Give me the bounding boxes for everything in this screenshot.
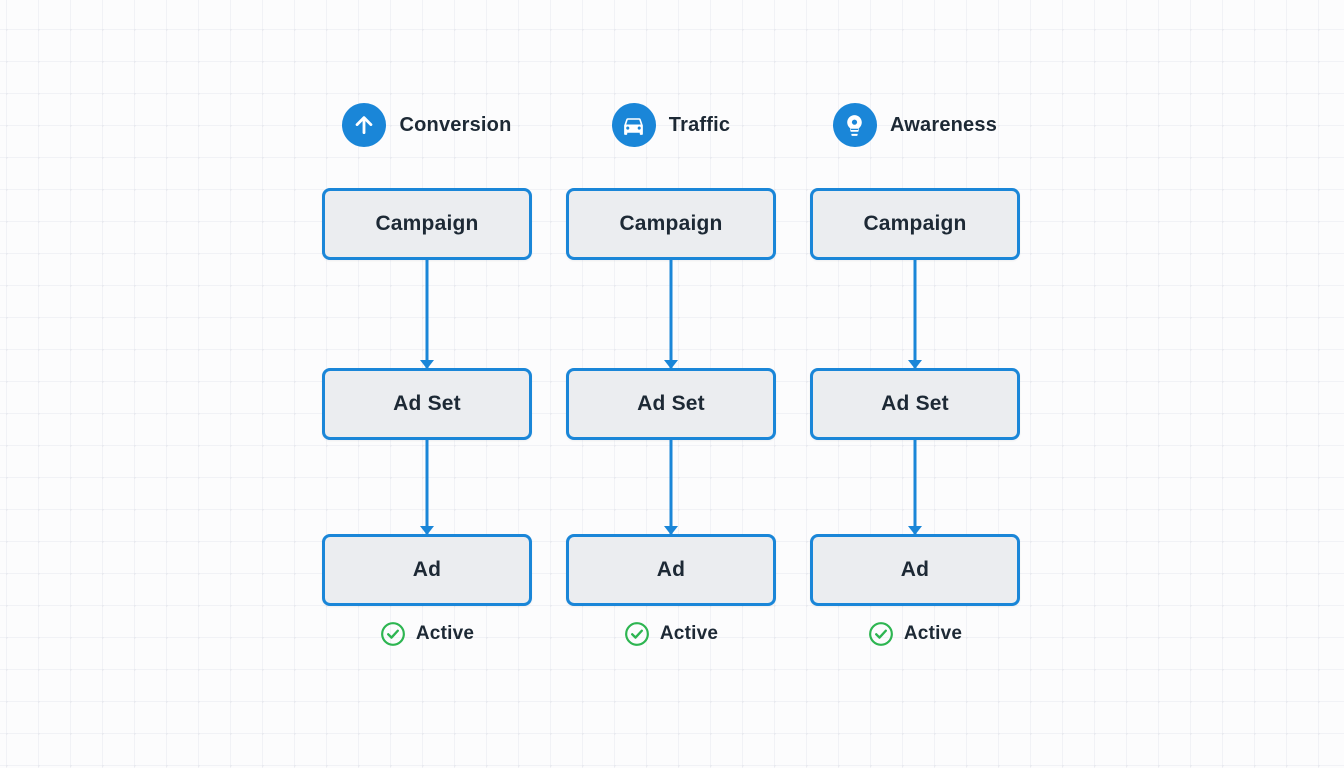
status-label: Active xyxy=(659,623,719,644)
campaign-node[interactable]: Campaign xyxy=(566,188,776,260)
connector-line xyxy=(913,440,917,534)
status-label: Active xyxy=(903,623,963,644)
check-circle-icon xyxy=(380,621,406,647)
car-icon xyxy=(611,103,656,147)
connector-arrowhead xyxy=(908,360,922,369)
connector-campaign-adset xyxy=(810,260,1020,369)
arrow-up-icon xyxy=(342,103,387,147)
check-circle-icon xyxy=(624,621,650,647)
column-header-traffic: Traffic xyxy=(611,103,731,147)
column-traffic: Traffic Campaign Ad Set Ad Active xyxy=(566,103,776,648)
connector-arrowhead xyxy=(908,526,922,535)
ad-node[interactable]: Ad xyxy=(810,534,1020,606)
connector-line xyxy=(669,260,673,368)
connector-arrowhead xyxy=(664,360,678,369)
connector-line xyxy=(425,260,429,368)
lightbulb-icon xyxy=(832,103,877,147)
connector-arrowhead xyxy=(664,526,678,535)
ad-node[interactable]: Ad xyxy=(566,534,776,606)
connector-adset-ad xyxy=(810,440,1020,535)
status-badge: Active xyxy=(380,620,474,648)
status-label: Active xyxy=(415,623,475,644)
campaign-node[interactable]: Campaign xyxy=(810,188,1020,260)
connector-arrowhead xyxy=(420,360,434,369)
connector-line xyxy=(425,440,429,534)
column-conversion: Conversion Campaign Ad Set Ad Active xyxy=(322,103,532,648)
status-badge: Active xyxy=(624,620,718,648)
campaign-structure-diagram: Conversion Campaign Ad Set Ad Active xyxy=(322,103,1020,648)
connector-campaign-adset xyxy=(566,260,776,369)
connector-adset-ad xyxy=(566,440,776,535)
column-header-label: Awareness xyxy=(889,113,998,136)
column-header-awareness: Awareness xyxy=(832,103,998,147)
column-header-label: Traffic xyxy=(668,113,731,136)
connector-campaign-adset xyxy=(322,260,532,369)
adset-node[interactable]: Ad Set xyxy=(322,368,532,440)
status-badge: Active xyxy=(868,620,962,648)
campaign-node[interactable]: Campaign xyxy=(322,188,532,260)
connector-adset-ad xyxy=(322,440,532,535)
column-awareness: Awareness Campaign Ad Set Ad Active xyxy=(810,103,1020,648)
check-circle-icon xyxy=(868,621,894,647)
adset-node[interactable]: Ad Set xyxy=(810,368,1020,440)
ad-node[interactable]: Ad xyxy=(322,534,532,606)
connector-line xyxy=(913,260,917,368)
connector-line xyxy=(669,440,673,534)
column-header-label: Conversion xyxy=(399,113,512,136)
adset-node[interactable]: Ad Set xyxy=(566,368,776,440)
connector-arrowhead xyxy=(420,526,434,535)
column-header-conversion: Conversion xyxy=(342,103,511,147)
